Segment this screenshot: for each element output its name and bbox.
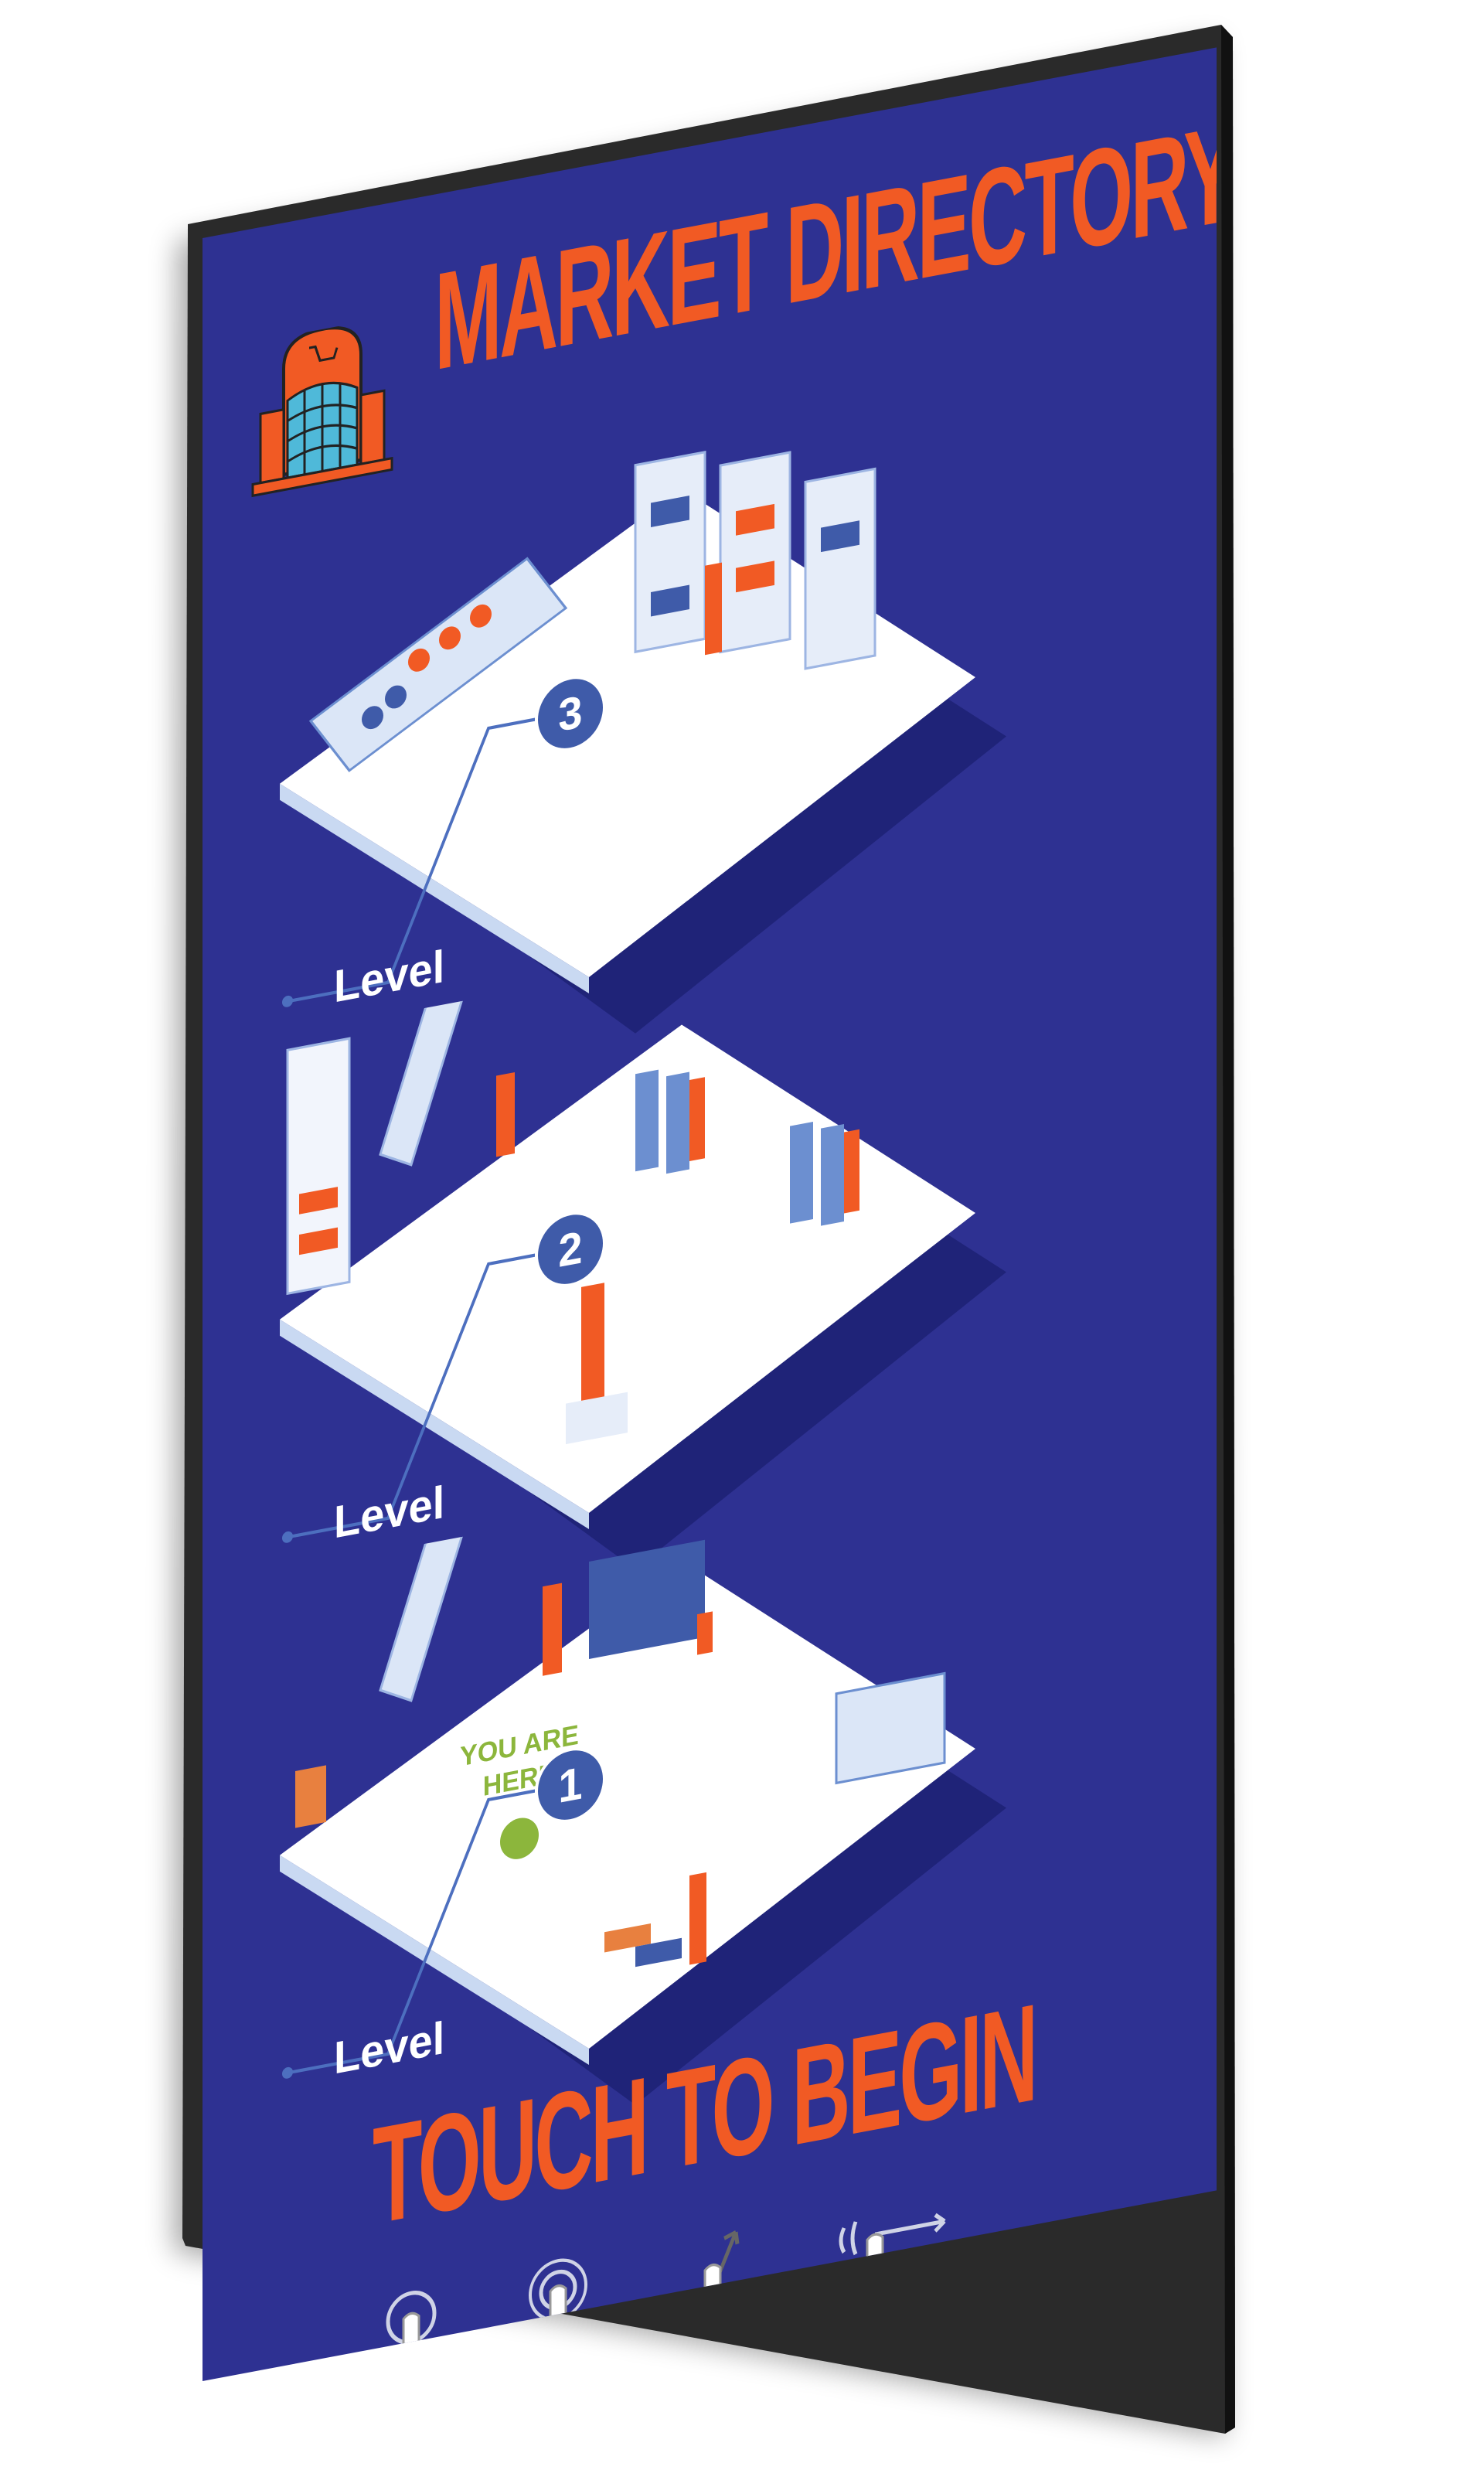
floor-3-illustration [280,450,1006,1034]
cafe-counter [589,1539,705,1659]
floor-level-1[interactable]: YOU ARE HERE 1 Level [203,1395,1217,2235]
shopper-figure [705,562,722,656]
shopping-baskets [295,1765,326,1828]
mannequin [581,1283,604,1409]
cart-icon [309,345,339,363]
shopper-figure [496,1072,515,1157]
checkout-desk [835,1671,946,1785]
floor-level-3[interactable]: 3 Level [203,323,1217,1163]
floor-1-illustration [280,1412,1006,2105]
kiosk-screen[interactable]: MARKET DIRECTORY 3 Level [203,47,1217,2382]
shopping-mall-icon [251,326,393,498]
plant-pot [697,1611,713,1655]
